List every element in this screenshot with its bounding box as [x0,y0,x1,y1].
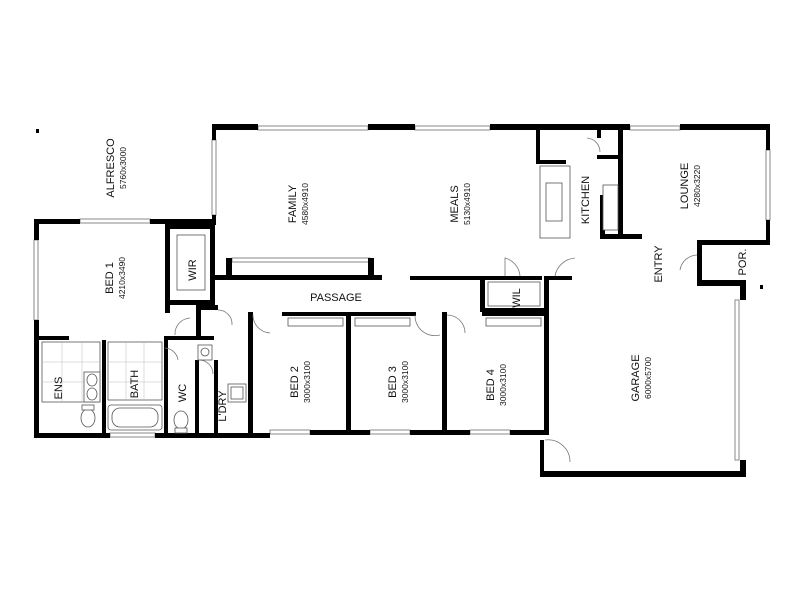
bed3-label: BED 3 [387,366,399,398]
wc-label: WC [177,384,189,402]
entry-label: ENTRY [653,245,665,283]
meals-label: MEALS [449,185,461,222]
walls [34,124,770,477]
bed1-size: 4210x3490 [117,257,127,299]
doors [164,137,698,463]
porch-label: POR. [737,249,749,276]
bed2-size: 3000x3100 [302,361,312,403]
lounge-size: 4280x3220 [692,165,702,207]
wir-label: WIR [187,259,199,280]
alfresco-corner-mark [36,129,39,133]
laundry-label: L'DRY [217,390,229,422]
garage-size: 6000x5700 [643,357,653,399]
wil-label: WIL [511,288,523,308]
family-label: FAMILY [287,184,299,223]
porch-corner-mark [760,285,763,289]
kitchen-label: KITCHEN [580,176,592,224]
garage-label: GARAGE [630,354,642,401]
bath-label: BATH [129,370,141,399]
alfresco-label: ALFRESCO [105,138,117,198]
family-size: 4580x4910 [300,183,310,225]
alfresco-size: 5760x3000 [118,147,128,189]
bed3-size: 3000x3100 [400,361,410,403]
bed2-label: BED 2 [289,366,301,398]
bed4-size: 3000x3100 [498,364,508,406]
meals-size: 5130x4910 [462,183,472,225]
room-labels: ALFRESCO 5760x3000 FAMILY 4580x4910 MEAL… [53,138,749,422]
ens-label: ENS [53,377,65,400]
bed1-label: BED 1 [104,262,116,294]
lounge-label: LOUNGE [679,163,691,209]
passage-label: PASSAGE [310,292,362,304]
fixtures [41,165,619,434]
bed4-label: BED 4 [485,369,497,401]
